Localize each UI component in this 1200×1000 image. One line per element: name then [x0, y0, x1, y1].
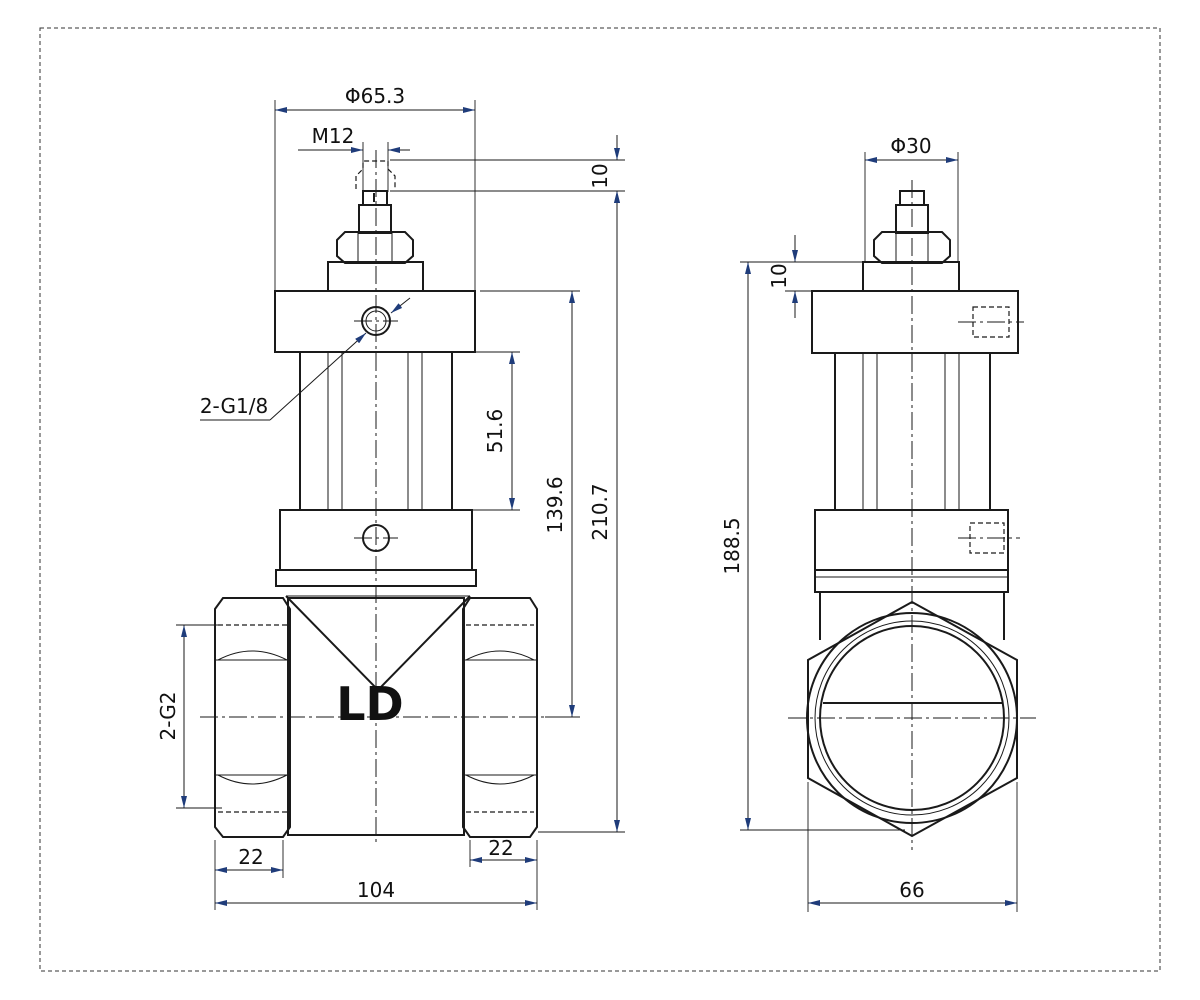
dim-inlet-thread: 2-G2: [156, 692, 180, 741]
front-dimensions: [176, 100, 625, 910]
dim-top-diameter: Φ65.3: [345, 84, 405, 108]
dim-hex-right: 22: [488, 836, 513, 860]
side-columns: [834, 352, 991, 510]
dim-stem-thread: M12: [312, 124, 355, 148]
dim-overall-height: 210.7: [588, 483, 612, 540]
dim-stem-top: 10: [588, 163, 612, 188]
stem-top: [362, 190, 388, 206]
stem: [358, 204, 392, 234]
upper-block: [274, 290, 476, 353]
left-hex-nut: [214, 597, 291, 838]
spacer-columns: [299, 352, 453, 510]
right-hex-nut: [462, 597, 538, 838]
dim-side-top-diameter: Φ30: [890, 134, 931, 158]
side-dimensions: [740, 152, 1018, 912]
side-view: [788, 180, 1036, 850]
dim-side-width: 66: [899, 878, 924, 902]
hex-nut-top: [336, 231, 414, 264]
drawing-frame: [39, 27, 1161, 972]
dim-body-length: 104: [357, 878, 395, 902]
dim-spacer-length: 51.6: [483, 409, 507, 454]
dim-side-height: 188.5: [720, 517, 744, 574]
dim-hex-left: 22: [238, 845, 263, 869]
dim-side-nut-height: 10: [767, 263, 791, 288]
front-view: [200, 150, 555, 845]
dim-port-thread: 2-G1/8: [200, 394, 268, 418]
side-bonnet: [862, 261, 960, 292]
dim-inlet-to-block: 139.6: [543, 476, 567, 533]
body-cone: [285, 595, 471, 692]
brand-mark: LD: [336, 677, 404, 731]
